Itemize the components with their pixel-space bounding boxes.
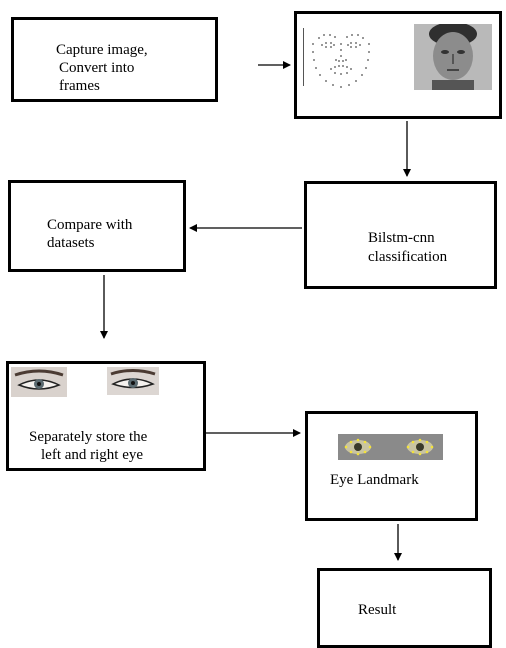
compare-datasets-box: Compare with datasets <box>8 180 186 272</box>
bilstm-cnn-box: Bilstm-cnn classification <box>304 181 497 289</box>
capture-image-box: Capture image, Convert into frames <box>11 17 218 102</box>
result-box: Result <box>317 568 492 648</box>
capture-line-2: Convert into <box>59 60 135 76</box>
result-label: Result <box>358 602 397 618</box>
capture-line-3: frames <box>59 78 100 94</box>
face-images-box <box>294 11 502 119</box>
face-landmark-image <box>303 28 370 88</box>
eye-landmark-label: Eye Landmark <box>330 472 419 488</box>
separate-line-1: Separately store the <box>29 429 148 445</box>
face-photo-image <box>414 24 492 90</box>
eye-landmark-box: Eye Landmark <box>305 411 478 521</box>
separate-eyes-box: Separately store the left and right eye <box>6 361 206 471</box>
compare-line-1: Compare with <box>47 217 133 233</box>
right-eye-image <box>107 367 159 395</box>
bilstm-line-2: classification <box>368 249 448 265</box>
eye-landmark-image <box>338 434 443 460</box>
left-eye-image <box>11 367 67 397</box>
compare-line-2: datasets <box>47 235 95 251</box>
capture-line-1: Capture image, <box>56 42 148 58</box>
separate-line-2: left and right eye <box>41 447 144 463</box>
bilstm-line-1: Bilstm-cnn <box>368 230 435 246</box>
